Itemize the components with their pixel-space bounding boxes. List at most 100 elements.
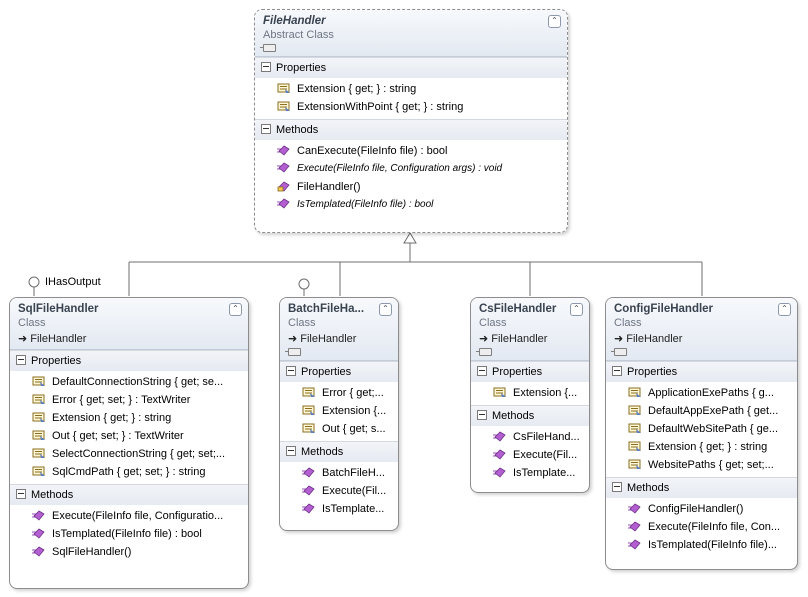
class-kind: Class — [479, 317, 507, 329]
expand-icon[interactable] — [611, 348, 627, 356]
section-header[interactable]: Properties — [255, 57, 567, 78]
method-item[interactable]: CanExecute(FileInfo file) : bool — [255, 142, 567, 160]
member-label: Execute(FileInfo file, Configuratio... — [52, 510, 224, 522]
method-item[interactable]: BatchFileH... — [280, 464, 398, 482]
collapse-icon[interactable]: ⌃ — [570, 303, 583, 316]
base-class: ➜FileHandler — [479, 333, 548, 345]
collapse-icon[interactable]: ⌃ — [379, 303, 392, 316]
property-item[interactable]: Error { get;... — [280, 384, 398, 402]
collapse-icon[interactable]: ⌃ — [229, 303, 242, 316]
property-item[interactable]: Extension {... — [471, 384, 589, 402]
property-item[interactable]: Extension {... — [280, 402, 398, 420]
section-label: Properties — [492, 366, 543, 378]
member-label: FileHandler() — [297, 181, 361, 193]
arrow-right-icon: ➜ — [288, 333, 298, 345]
method-item[interactable]: Execute(Fil... — [471, 446, 589, 464]
property-item[interactable]: DefaultConnectionString { get; se... — [10, 373, 248, 391]
base-class: ➜FileHandler — [614, 333, 683, 345]
class-cs-file-handler[interactable]: CsFileHandler Class ➜FileHandler ⌃ Prope… — [470, 297, 590, 493]
section-header[interactable]: Properties — [280, 361, 398, 382]
minus-icon[interactable] — [261, 124, 271, 135]
class-batch-file-handler[interactable]: BatchFileHa... Class ➜FileHandler ⌃ Prop… — [279, 297, 399, 531]
collapse-icon[interactable]: ⌃ — [778, 303, 791, 316]
member-label: WebsitePaths { get; set;... — [648, 459, 774, 471]
method-item[interactable]: CsFileHand... — [471, 428, 589, 446]
method-icon — [32, 528, 46, 539]
class-sql-file-handler[interactable]: SqlFileHandler Class ➜FileHandler ⌃ Prop… — [9, 297, 249, 589]
property-item[interactable]: ApplicationExePaths { g... — [606, 384, 797, 402]
section-header[interactable]: Methods — [471, 405, 589, 426]
class-config-file-handler[interactable]: ConfigFileHandler Class ➜FileHandler ⌃ P… — [605, 297, 798, 570]
minus-icon[interactable] — [286, 446, 296, 457]
property-item[interactable]: Extension { get; } : string — [10, 409, 248, 427]
method-icon — [493, 467, 507, 478]
method-icon — [493, 431, 507, 442]
property-item[interactable]: Extension { get; } : string — [255, 80, 567, 98]
expand-icon[interactable] — [260, 44, 276, 52]
method-item[interactable]: IsTemplate... — [471, 464, 589, 482]
expand-icon[interactable] — [476, 348, 492, 356]
property-item[interactable]: SqlCmdPath { get; set; } : string — [10, 463, 248, 481]
minus-icon[interactable] — [16, 489, 26, 500]
section-header[interactable]: Properties — [471, 361, 589, 382]
class-header: ConfigFileHandler Class ➜FileHandler ⌃ — [606, 298, 797, 361]
minus-icon[interactable] — [16, 355, 26, 366]
method-item[interactable]: IsTemplated(FileInfo file)... — [606, 536, 797, 554]
class-kind: Class — [614, 317, 642, 329]
member-label: Execute(Fil... — [513, 449, 578, 461]
property-item[interactable]: ExtensionWithPoint { get; } : string — [255, 98, 567, 116]
method-item[interactable]: IsTemplated(FileInfo file) : bool — [10, 525, 248, 543]
minus-icon[interactable] — [477, 410, 487, 421]
method-item[interactable]: IsTemplate... — [280, 500, 398, 518]
section-label: Methods — [301, 446, 344, 458]
property-item[interactable]: Error { get; set; } : TextWriter — [10, 391, 248, 409]
interface-lollipop — [28, 276, 40, 288]
member-label: IsTemplated(FileInfo file) : bool — [297, 199, 434, 210]
member-label: Error { get; set; } : TextWriter — [52, 394, 191, 406]
section-label: Properties — [31, 355, 82, 367]
minus-icon[interactable] — [261, 62, 271, 73]
method-item[interactable]: Execute(FileInfo file, Con... — [606, 518, 797, 536]
properties-section: Properties DefaultConnectionString { get… — [10, 350, 248, 484]
method-item[interactable]: Execute(FileInfo file, Configuratio... — [10, 507, 248, 525]
section-header[interactable]: Properties — [606, 361, 797, 382]
section-header[interactable]: Methods — [280, 441, 398, 462]
expand-icon[interactable] — [285, 348, 301, 356]
method-icon — [493, 449, 507, 460]
method-icon — [277, 145, 291, 156]
member-label: DefaultAppExePath { get... — [648, 405, 779, 417]
property-item[interactable]: WebsitePaths { get; set;... — [606, 456, 797, 474]
property-item[interactable]: Extension { get; } : string — [606, 438, 797, 456]
minus-icon[interactable] — [286, 366, 296, 377]
member-label: Error { get;... — [322, 387, 384, 399]
method-item[interactable]: Execute(FileInfo file, Configuration arg… — [255, 160, 567, 178]
section-header[interactable]: Methods — [10, 484, 248, 505]
method-item[interactable]: Execute(Fil... — [280, 482, 398, 500]
methods-section: Methods CanExecute(FileInfo file) : bool… — [255, 119, 567, 217]
section-header[interactable]: Methods — [255, 119, 567, 140]
minus-icon[interactable] — [612, 482, 622, 493]
interface-lollipop — [298, 278, 310, 290]
collapse-icon[interactable]: ⌃ — [548, 15, 561, 28]
method-icon — [32, 546, 46, 557]
member-label: IsTemplated(FileInfo file)... — [648, 539, 777, 551]
member-label: IsTemplate... — [322, 503, 385, 515]
class-file-handler[interactable]: FileHandler Abstract Class ⌃ Properties … — [254, 9, 568, 233]
member-label: Extension {... — [513, 387, 578, 399]
section-header[interactable]: Methods — [606, 477, 797, 498]
section-header[interactable]: Properties — [10, 350, 248, 371]
property-item[interactable]: Out { get; set; } : TextWriter — [10, 427, 248, 445]
method-item[interactable]: ConfigFileHandler() — [606, 500, 797, 518]
property-item[interactable]: SelectConnectionString { get; set;... — [10, 445, 248, 463]
property-icon — [302, 423, 316, 434]
minus-icon[interactable] — [477, 366, 487, 377]
property-item[interactable]: DefaultWebSitePath { ge... — [606, 420, 797, 438]
method-item[interactable]: IsTemplated(FileInfo file) : bool — [255, 196, 567, 214]
property-item[interactable]: DefaultAppExePath { get... — [606, 402, 797, 420]
minus-icon[interactable] — [612, 366, 622, 377]
method-icon — [302, 467, 316, 478]
method-item[interactable]: FileHandler() — [255, 178, 567, 196]
method-item[interactable]: SqlFileHandler() — [10, 543, 248, 561]
property-item[interactable]: Out { get; s... — [280, 420, 398, 438]
class-header: SqlFileHandler Class ➜FileHandler ⌃ — [10, 298, 248, 350]
